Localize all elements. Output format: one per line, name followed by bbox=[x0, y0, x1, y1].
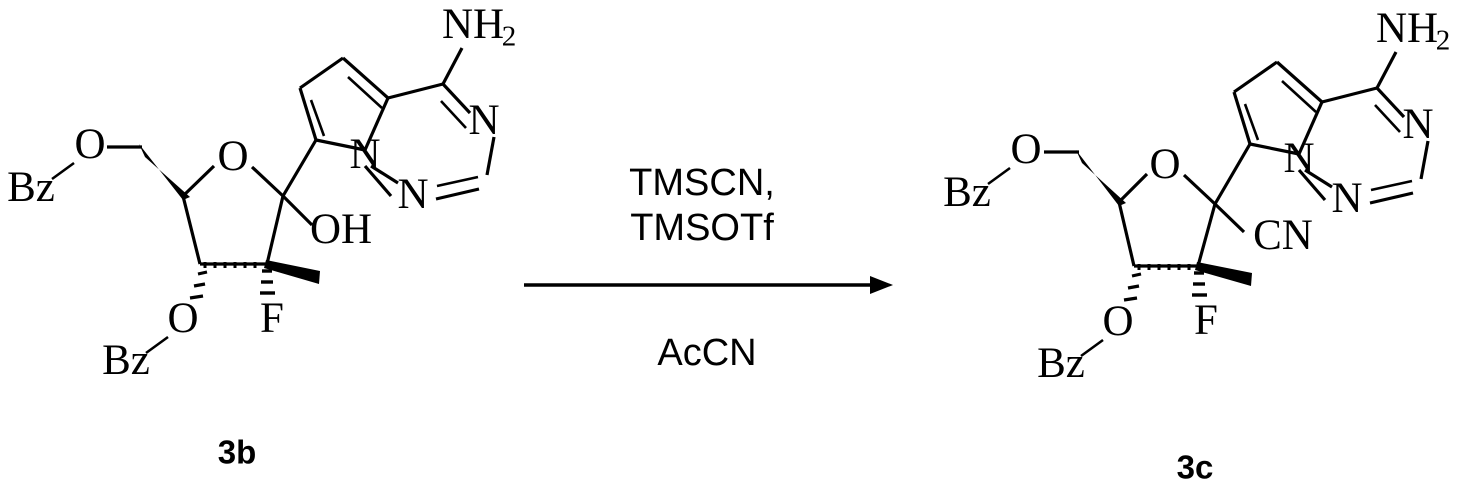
ring-nitrogen-n4-label-3c: N bbox=[1402, 101, 1433, 148]
reaction-arrow-head bbox=[870, 276, 893, 294]
triazine-ring-3c bbox=[1297, 86, 1430, 205]
fluorine-hash-wedge-3b bbox=[260, 269, 275, 295]
c5-wedge-3c bbox=[1076, 150, 1126, 206]
compound-label-3c: 3c bbox=[1177, 449, 1214, 486]
ring-oxygen-label-3c: O bbox=[1149, 141, 1180, 188]
benzoyl-bottom-label-3c: Bz bbox=[1037, 340, 1085, 387]
ester-oxygen-top-label-3c: O bbox=[1010, 126, 1041, 173]
hydroxyl-label-3b: OH bbox=[310, 206, 372, 253]
nitrile-bond-3c bbox=[1213, 202, 1246, 234]
ester-oxygen-bottom-label-3b: O bbox=[167, 295, 198, 342]
glycosidic-bond-3c bbox=[1213, 143, 1252, 205]
amine-bond-3c bbox=[1375, 51, 1398, 89]
fluorine-hash-wedge-3c bbox=[1192, 271, 1207, 297]
nitrile-label-3c: CN bbox=[1253, 212, 1313, 259]
benzoyl-bottom-label-3b: Bz bbox=[102, 337, 150, 384]
ring-nitrogen-n4-label-3b: N bbox=[468, 97, 499, 144]
c3-c2-hash-bond-3b bbox=[203, 262, 257, 268]
compound-label-3b: 3b bbox=[218, 434, 257, 471]
reagents-line-1: TMSCN, bbox=[629, 162, 775, 204]
furanose-ring-3c bbox=[1117, 172, 1217, 268]
c3-obz-hash-wedge-3c bbox=[1123, 272, 1142, 302]
c3-c2-hash-bond-3c bbox=[1137, 264, 1191, 270]
ring-oxygen-label-3b: O bbox=[217, 133, 248, 180]
ester-oxygen-bottom-label-3c: O bbox=[1102, 298, 1133, 345]
amine-label-3c: NH bbox=[1376, 5, 1438, 52]
amine-bond-3b bbox=[441, 47, 464, 85]
ring-nitrogen-n1-label-3c: N bbox=[1283, 135, 1314, 182]
fluorine-label-3c: F bbox=[1194, 297, 1218, 344]
methyl-wedge-3b bbox=[264, 260, 320, 284]
amine-subscript-3c: 2 bbox=[1436, 25, 1451, 57]
triazine-ring-3b bbox=[363, 82, 496, 201]
amine-subscript-3b: 2 bbox=[502, 21, 517, 53]
obz-bond-bottom-3c bbox=[1080, 338, 1104, 358]
fluorine-label-3b: F bbox=[260, 295, 284, 342]
reagents-line-2: TMSOTf bbox=[630, 207, 774, 249]
c3-obz-hash-wedge-3b bbox=[189, 270, 208, 300]
pyrrole-ring-3b bbox=[298, 56, 390, 152]
furanose-ring-3b bbox=[181, 164, 285, 266]
c5-wedge-3b bbox=[139, 144, 190, 200]
obz-bond-top-3c bbox=[987, 166, 1011, 186]
benzoyl-top-label-3b: Bz bbox=[7, 164, 55, 211]
methyl-wedge-3c bbox=[1195, 262, 1252, 286]
pyrrole-ring-3c bbox=[1232, 60, 1324, 156]
glycosidic-bond-3b bbox=[281, 139, 318, 197]
solvent-label: AcCN bbox=[657, 332, 756, 374]
obz-bond-bottom-3b bbox=[145, 335, 169, 355]
ring-nitrogen-n2-label-3b: N bbox=[397, 171, 428, 218]
amine-label-3b: NH bbox=[442, 1, 504, 48]
ester-oxygen-top-label-3b: O bbox=[74, 121, 105, 168]
hydroxyl-bond-3b bbox=[281, 194, 314, 227]
ring-nitrogen-n1-label-3b: N bbox=[349, 131, 380, 178]
ring-nitrogen-n2-label-3c: N bbox=[1331, 175, 1362, 222]
benzoyl-top-label-3c: Bz bbox=[943, 169, 991, 216]
obz-bond-top-3b bbox=[51, 161, 75, 181]
